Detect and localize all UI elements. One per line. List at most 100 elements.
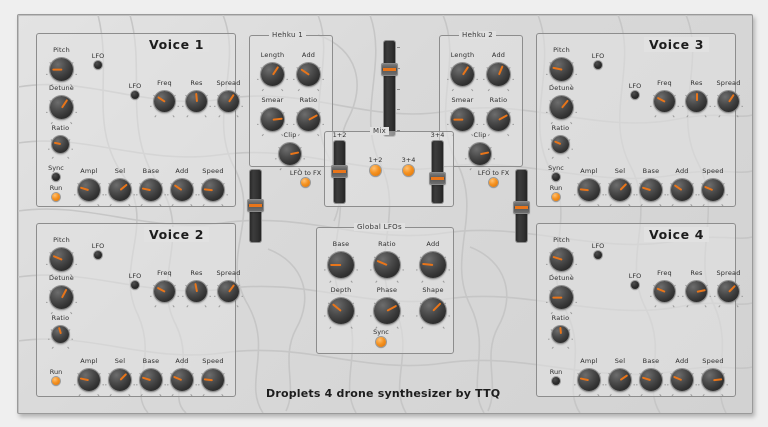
voice-1-knob-speed-dial[interactable] bbox=[202, 179, 224, 201]
global-lfo-knob-shape-dial[interactable] bbox=[420, 298, 446, 324]
voice-2-knob-ratio-label: Ratio bbox=[51, 314, 70, 322]
voice-1-knob-pitch-dial[interactable] bbox=[50, 58, 73, 81]
mix-slider-34-thumb[interactable] bbox=[430, 173, 445, 185]
mix-led-12[interactable] bbox=[370, 165, 381, 176]
global-lfo-knob-ratio-dial[interactable] bbox=[374, 252, 400, 278]
voice-2-knob-detune-dial[interactable] bbox=[50, 286, 73, 309]
lfo-to-fx-left-slider-thumb[interactable] bbox=[248, 199, 263, 211]
voice-2-knob-freq-dial[interactable] bbox=[154, 281, 175, 302]
voice-1-knob-spread-dial[interactable] bbox=[218, 91, 239, 112]
lfo-to-fx-right-slider[interactable] bbox=[514, 170, 529, 242]
global-lfo-knob-base-dial[interactable] bbox=[328, 252, 354, 278]
voice-3-knob-base-dial[interactable] bbox=[640, 179, 662, 201]
global-lfo-knob-add-dial[interactable] bbox=[420, 252, 446, 278]
voice-3-knob-add-dial[interactable] bbox=[671, 179, 693, 201]
hehku-1-knob-length-dial[interactable] bbox=[261, 63, 284, 86]
voice-1-knob-add-dial[interactable] bbox=[171, 179, 193, 201]
hehku-1-knob-ratio-dial[interactable] bbox=[297, 108, 320, 131]
voice-2-knob-spread-dial[interactable] bbox=[218, 281, 239, 302]
voice-4-knob-base-dial[interactable] bbox=[640, 369, 662, 391]
voice-3-knob-speed-pointer bbox=[704, 185, 714, 191]
voice-2-knob-res-pointer bbox=[193, 282, 198, 292]
voice-1-knob-base-dial[interactable] bbox=[140, 179, 162, 201]
voice-2-knob-base-dial[interactable] bbox=[140, 369, 162, 391]
voice-4-led-run[interactable] bbox=[552, 377, 560, 385]
voice-3-led-lfo-filter[interactable] bbox=[631, 91, 639, 99]
voice-4-led-lfo-filter[interactable] bbox=[631, 281, 639, 289]
voice-1-led-sync[interactable] bbox=[52, 173, 60, 181]
voice-2-knob-pitch-dial[interactable] bbox=[50, 248, 73, 271]
hehku-2-knob-clip-dial[interactable] bbox=[469, 143, 491, 165]
voice-1-knob-freq-dial[interactable] bbox=[154, 91, 175, 112]
voice-4-knob-add-dial[interactable] bbox=[671, 369, 693, 391]
global-lfo-knob-shape-pointer bbox=[432, 302, 442, 312]
hehku-1-knob-smear-dial[interactable] bbox=[261, 108, 284, 131]
voice-1-led-lfo-pitch[interactable] bbox=[94, 61, 102, 69]
master-level-slider-thumb[interactable] bbox=[382, 63, 397, 75]
voice-4-knob-sel-dial[interactable] bbox=[609, 369, 631, 391]
voice-1-knob-res-dial[interactable] bbox=[186, 91, 207, 112]
voice-3-led-sync[interactable] bbox=[552, 173, 560, 181]
voice-2-knob-ampl-label: Ampl bbox=[80, 357, 98, 365]
lfo-to-fx-left-slider[interactable] bbox=[248, 170, 263, 242]
voice-3-knob-ratio-dial[interactable] bbox=[552, 136, 569, 153]
voice-3-knob-sel-dial[interactable] bbox=[609, 179, 631, 201]
voice-4-knob-detune-dial[interactable] bbox=[550, 286, 573, 309]
voice-3-knob-pitch-dial[interactable] bbox=[550, 58, 573, 81]
voice-2-knob-res-dial[interactable] bbox=[186, 281, 207, 302]
mix-led-34[interactable] bbox=[403, 165, 414, 176]
voice-2-knob-add-dial[interactable] bbox=[171, 369, 193, 391]
hehku-2-knob-ratio-dial[interactable] bbox=[487, 108, 510, 131]
global-lfo-led-sync[interactable] bbox=[376, 337, 386, 347]
voice-4-knob-pitch-dial[interactable] bbox=[550, 248, 573, 271]
voice-2-knob-detune-pointer bbox=[60, 288, 67, 298]
voice-3-knob-ampl-dial[interactable] bbox=[578, 179, 600, 201]
hehku-1-knob-add-dial[interactable] bbox=[297, 63, 320, 86]
lfo-to-fx-right-led[interactable] bbox=[489, 178, 498, 187]
voice-1-led-run[interactable] bbox=[52, 193, 60, 201]
voice-4-knob-speed-dial[interactable] bbox=[702, 369, 724, 391]
voice-3-knob-spread-dial[interactable] bbox=[718, 91, 739, 112]
voice-2-led-lfo-pitch-label: LFO bbox=[91, 242, 105, 250]
voice-2-knob-ratio-dial[interactable] bbox=[52, 326, 69, 343]
global-lfo-knob-phase-dial[interactable] bbox=[374, 298, 400, 324]
voice-4-knob-freq-dial[interactable] bbox=[654, 281, 675, 302]
voice-1-knob-ratio-dial[interactable] bbox=[52, 136, 69, 153]
voice-4-knob-spread-dial[interactable] bbox=[718, 281, 739, 302]
voice-1-knob-sel-dial[interactable] bbox=[109, 179, 131, 201]
voice-2-knob-ampl-dial[interactable] bbox=[78, 369, 100, 391]
hehku-2-knob-add-dial[interactable] bbox=[487, 63, 510, 86]
voice-2-led-lfo-filter[interactable] bbox=[131, 281, 139, 289]
voice-4-knob-ratio-dial[interactable] bbox=[552, 326, 569, 343]
hehku-2-knob-length-dial[interactable] bbox=[451, 63, 474, 86]
mix-slider-12-thumb[interactable] bbox=[332, 166, 347, 178]
voice-3-knob-ampl-pointer bbox=[579, 188, 590, 191]
voice-4-knob-ampl-dial[interactable] bbox=[578, 369, 600, 391]
voice-3-knob-speed-dial[interactable] bbox=[702, 179, 724, 201]
voice-2-knob-sel-dial[interactable] bbox=[109, 369, 131, 391]
voice-3-knob-detune-dial[interactable] bbox=[550, 96, 573, 119]
voice-1-knob-detune-dial[interactable] bbox=[50, 96, 73, 119]
hehku-1-knob-clip-dial[interactable] bbox=[279, 143, 301, 165]
voice-2-led-run[interactable] bbox=[52, 377, 60, 385]
voice-2-led-lfo-pitch[interactable] bbox=[94, 251, 102, 259]
mix-slider-34[interactable] bbox=[430, 141, 445, 203]
master-level-slider[interactable] bbox=[382, 41, 397, 136]
global-lfo-knob-depth-dial[interactable] bbox=[328, 298, 354, 324]
mix-slider-34-track[interactable] bbox=[432, 141, 443, 203]
voice-4-led-lfo-pitch[interactable] bbox=[594, 251, 602, 259]
voice-4-knob-res-dial[interactable] bbox=[686, 281, 707, 302]
hehku-2-knob-smear-dial[interactable] bbox=[451, 108, 474, 131]
voice-3-knob-res-dial[interactable] bbox=[686, 91, 707, 112]
mix-slider-12[interactable] bbox=[332, 141, 347, 203]
lfo-to-fx-right-slider-thumb[interactable] bbox=[514, 201, 529, 213]
lfo-to-fx-left-led[interactable] bbox=[301, 178, 310, 187]
voice-2-knob-speed-dial[interactable] bbox=[202, 369, 224, 391]
voice-1-knob-ampl-dial[interactable] bbox=[78, 179, 100, 201]
voice-3-led-run[interactable] bbox=[552, 193, 560, 201]
voice-3-led-lfo-pitch[interactable] bbox=[594, 61, 602, 69]
voice-3-knob-freq-dial[interactable] bbox=[654, 91, 675, 112]
mix-legend: Mix bbox=[370, 127, 390, 135]
master-level-slider-track[interactable] bbox=[384, 41, 395, 136]
voice-1-led-lfo-filter[interactable] bbox=[131, 91, 139, 99]
